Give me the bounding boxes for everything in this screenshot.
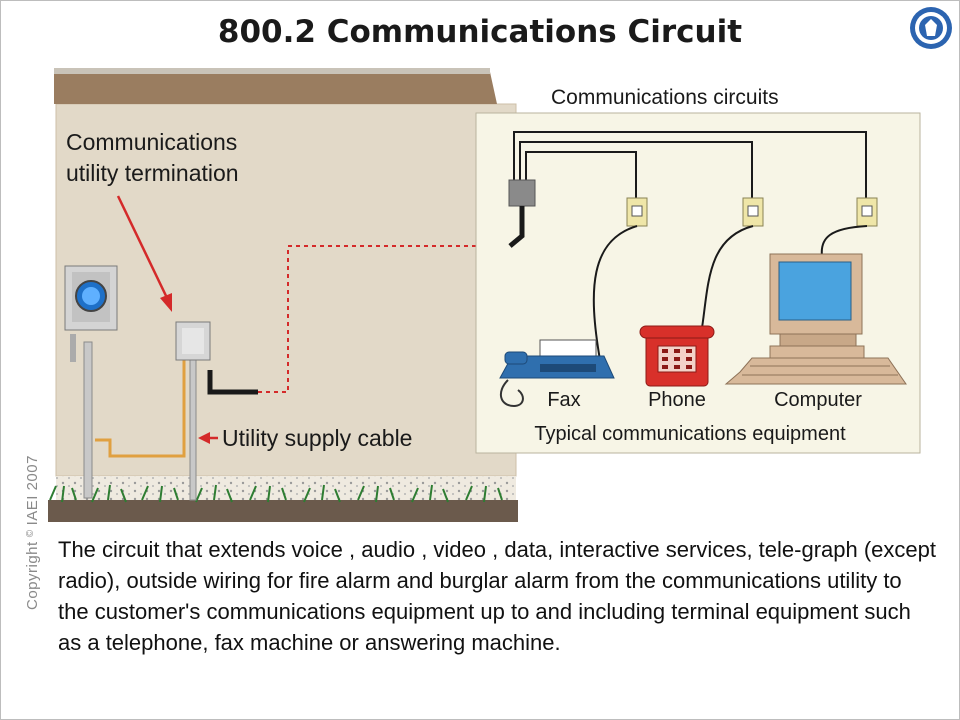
bonding-wire [95,360,186,458]
house-wall [55,103,517,477]
fax-machine-icon [499,339,615,408]
roof-eave [54,72,497,104]
phone-label: Phone [648,389,706,411]
fax-cord [592,225,638,361]
wall-jack-fax-icon [626,197,648,227]
wall-jack-computer-icon [856,197,878,227]
termination-label-line1: Communications [66,129,237,155]
junction-box [508,179,536,207]
dashed-link [258,245,502,393]
electric-meter-icon [64,265,118,499]
termination-box-icon [175,321,211,501]
wall-jack-phone-icon [742,197,764,227]
circuit-wiring [513,131,867,198]
termination-label-line2: utility termination [66,160,239,186]
definition-text: The circuit that extends voice , audio ,… [58,537,937,655]
incoming-cable [508,206,525,248]
drop-cable [207,370,258,395]
termination-arrow [116,195,170,301]
ground-strip [48,500,518,522]
equipment-caption: Typical communications equipment [534,423,846,445]
fax-label: Fax [547,389,580,411]
gravel-bed [56,476,516,500]
supply-cable-label: Utility supply cable [222,425,412,451]
iaei-seal-icon [910,7,952,49]
circuits-heading: Communications circuits [551,86,779,109]
computer-cord [820,225,868,257]
termination-arrowhead [160,293,172,312]
computer-icon [724,253,907,385]
telephone-icon [639,325,715,387]
computer-label: Computer [774,389,862,411]
roof-trim [54,68,490,74]
supply-arrowhead [198,432,210,444]
grass [49,484,503,503]
slide-title: 800.2 Communications Circuit [217,14,743,50]
